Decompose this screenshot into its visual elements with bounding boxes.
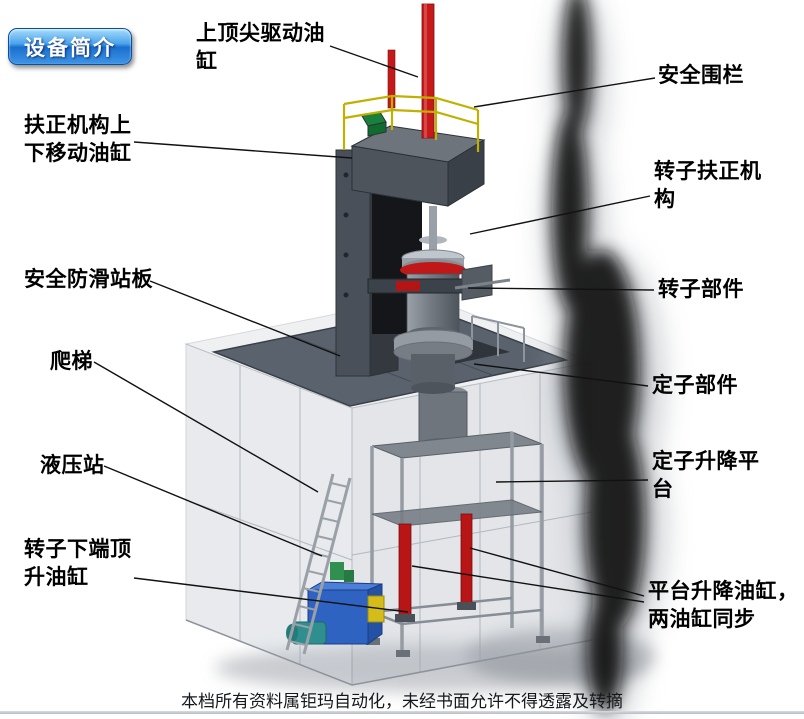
leader-lines bbox=[93, 45, 656, 613]
leader-rotor-jack-cylinder bbox=[133, 577, 409, 613]
safety-fence-railing bbox=[342, 94, 480, 152]
leader-hydraulic-station bbox=[103, 465, 323, 557]
press-head bbox=[350, 111, 486, 207]
leader-safety-fence bbox=[473, 77, 656, 108]
label-platform-lift-cylinders: 平台升降油缸，两油缸同步 bbox=[648, 579, 799, 631]
label-antislip-plate: 安全防滑站板 bbox=[24, 267, 153, 291]
leader-stator-lift-platform bbox=[495, 479, 649, 483]
smoke-shadow bbox=[545, 0, 665, 719]
leader-stator-component bbox=[473, 363, 649, 387]
label-rotor-centering-mechanism: 转子扶正机构 bbox=[654, 159, 762, 211]
label-ladder: 爬梯 bbox=[50, 349, 93, 373]
label-stator-lift-platform: 定子升降平台 bbox=[652, 449, 760, 501]
platform-lift-cylinders bbox=[395, 513, 476, 622]
leader-top-tip-cylinder bbox=[329, 45, 419, 78]
leader-rotor-component bbox=[467, 287, 655, 291]
leader-platform-cylinder-left bbox=[411, 565, 645, 603]
leader-antislip-plate bbox=[149, 280, 341, 357]
top-drive-cylinder-rod bbox=[387, 3, 435, 139]
equipment-intro-label: 设备简介 bbox=[24, 35, 116, 60]
leader-rotor-centering bbox=[469, 195, 651, 235]
label-hydraulic-station: 液压站 bbox=[40, 453, 105, 477]
label-rotor-component: 转子部件 bbox=[658, 277, 744, 301]
label-centering-move-cylinder: 扶正机构上下移动油缸 bbox=[24, 113, 132, 165]
equipment-intro-badge: 设备简介 bbox=[8, 28, 132, 65]
label-stator-component: 定子部件 bbox=[652, 373, 738, 397]
bottom-divider bbox=[0, 711, 804, 714]
leader-platform-cylinder-right bbox=[469, 547, 645, 597]
leader-centering-move-cylinder bbox=[133, 141, 353, 159]
label-rotor-bottom-jack-cylinder: 转子下端顶升油缸 bbox=[24, 537, 132, 589]
label-safety-fence: 安全围栏 bbox=[658, 63, 744, 87]
ladder-graphic bbox=[285, 473, 352, 655]
footer-copyright: 本档所有资料属钜玛自动化，未经书面允许不得透露及转摘 bbox=[181, 692, 623, 712]
centering-arm bbox=[367, 264, 511, 301]
label-top-tip-cylinder: 上顶尖驱动油缸 bbox=[196, 21, 325, 73]
leader-ladder bbox=[93, 361, 319, 493]
